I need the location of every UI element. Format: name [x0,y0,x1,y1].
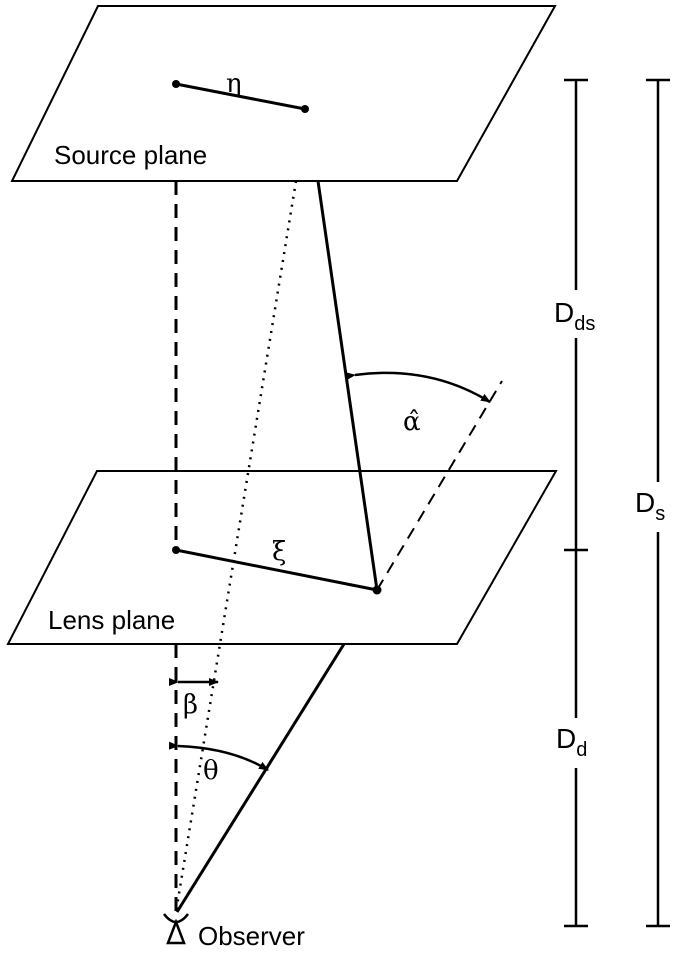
theta-label: θ [203,756,219,786]
eta-start-point [172,80,180,88]
source-plane-label: Source plane [54,140,207,170]
source-plane [10,5,557,182]
xi-label: ξ [272,537,286,567]
distance-label-ds: Ds [635,487,665,525]
lens-plane [6,470,558,645]
undeflected-ray-extension [376,380,503,591]
distance-label-dds: Dds [554,297,595,335]
true-source-direction-line [174,180,298,913]
xi-segment [175,548,378,592]
eta-end-point [301,105,309,113]
lens-center-point [172,546,180,554]
observed-ray [175,643,346,913]
eta-segment [175,82,306,111]
distance-label-dd: Dd [556,723,587,761]
deflection-point [372,585,382,595]
observer-label: Observer [198,921,305,951]
distance-bar-ds [564,78,588,928]
eta-label: η [226,69,242,99]
beta-label: β [183,690,198,720]
alpha-hat-arc [345,371,491,404]
alpha-hat-label: α̂ [403,407,421,437]
lens-plane-label: Lens plane [48,605,175,635]
theta-arc [168,741,269,772]
observer-eye-icon [163,913,189,945]
